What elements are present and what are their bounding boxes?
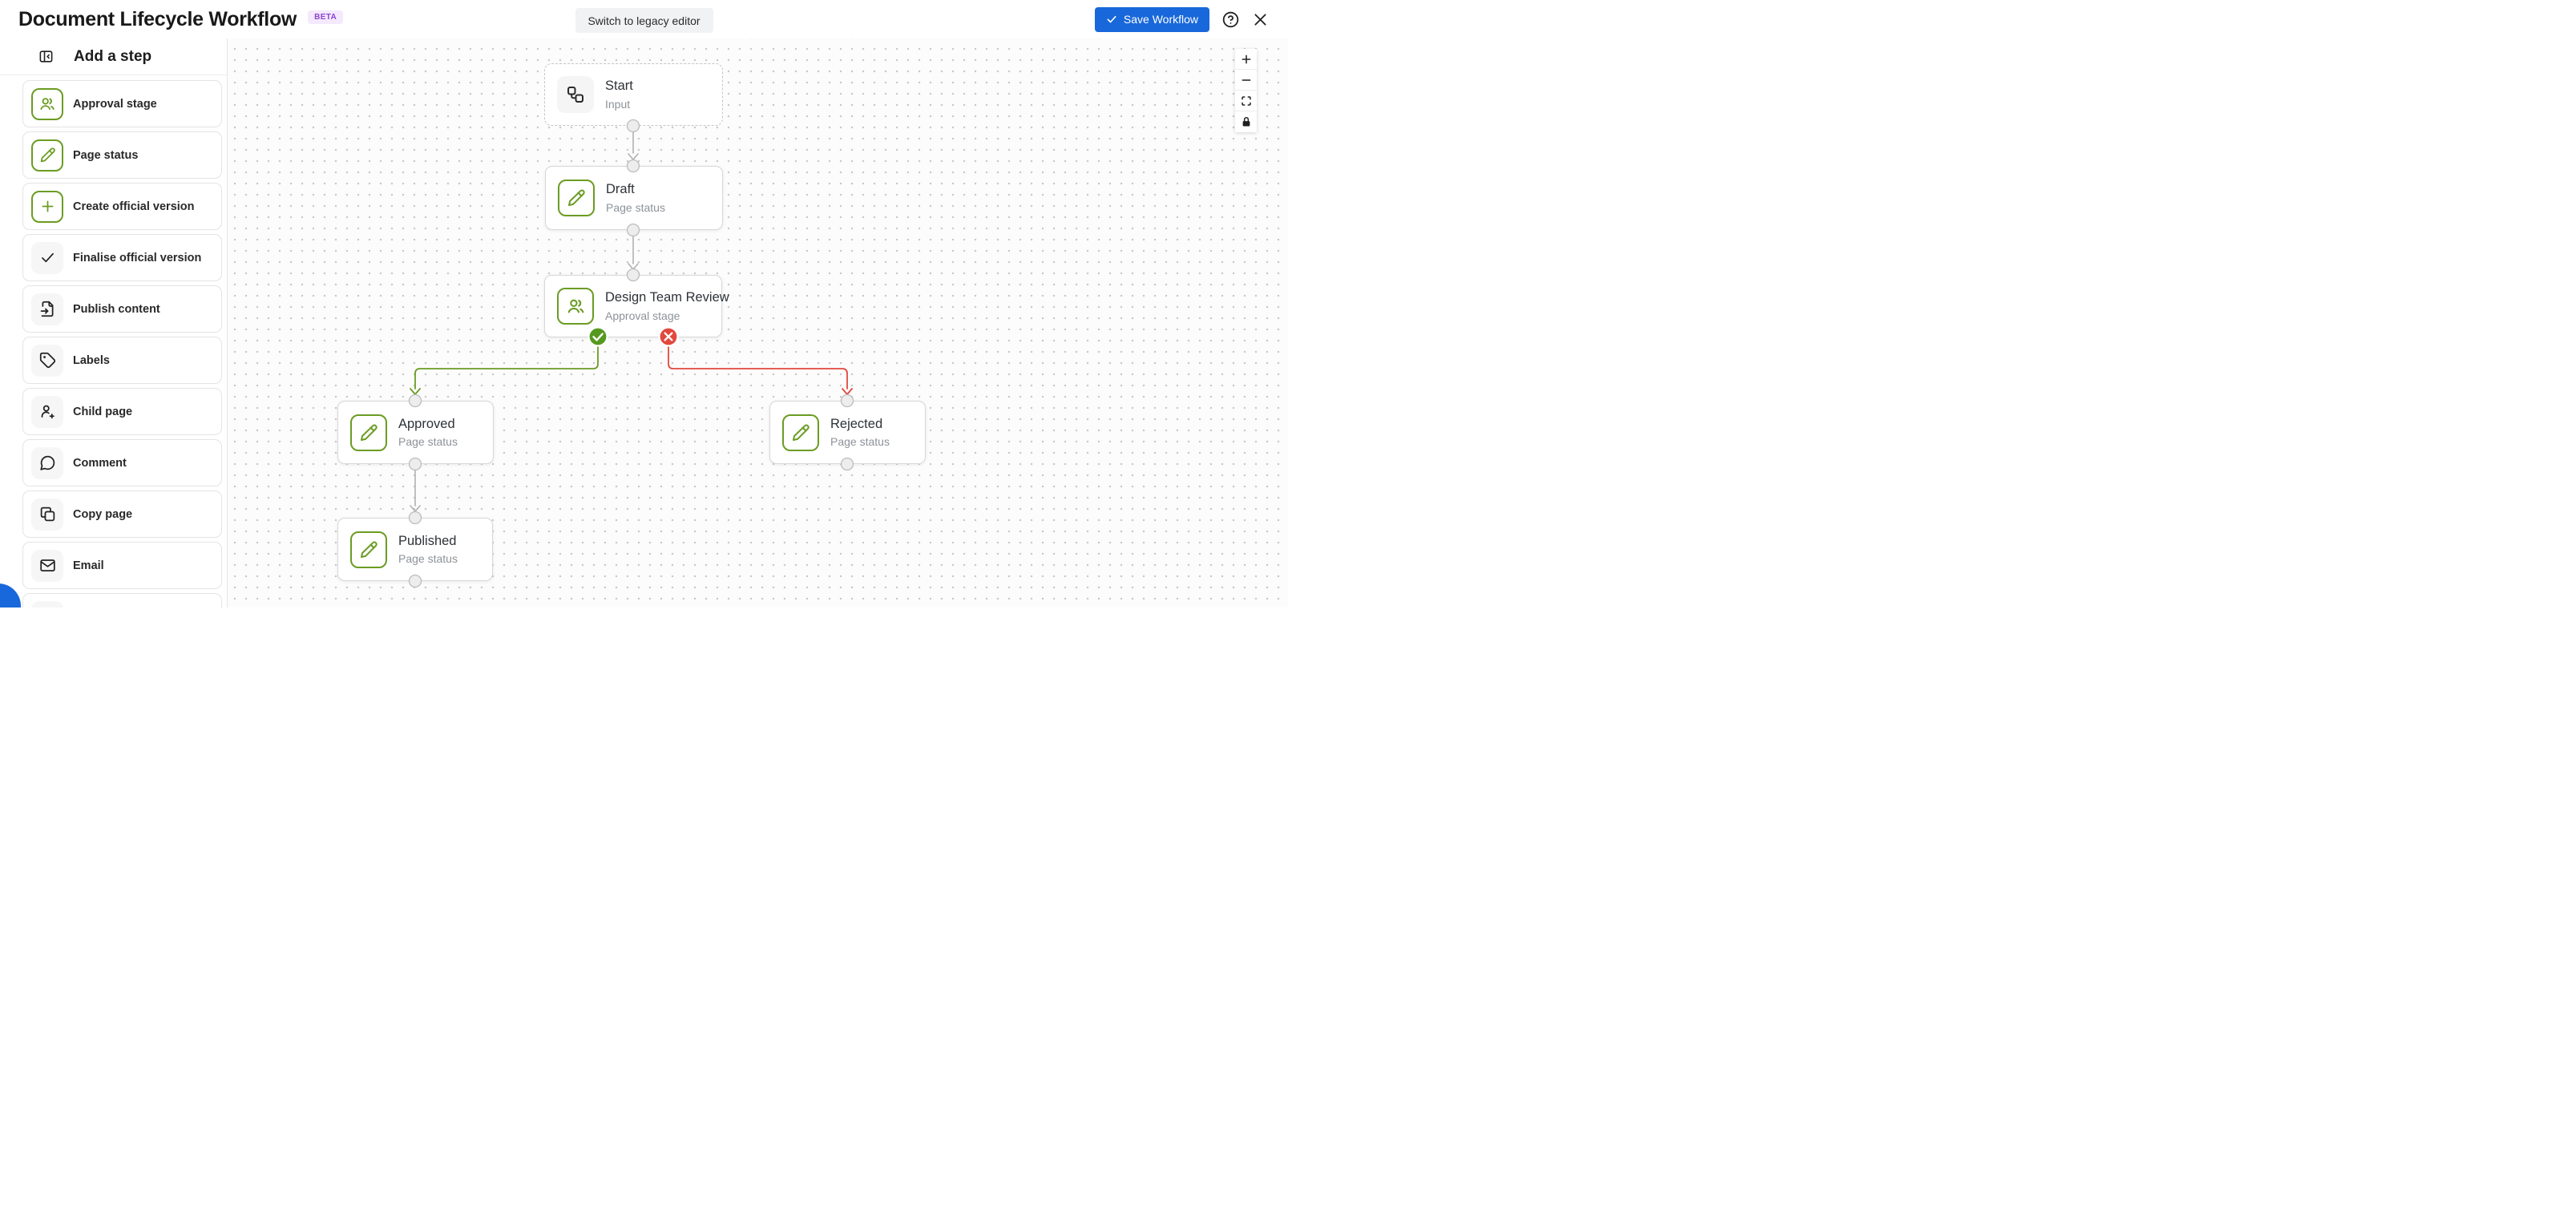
step-label: Labels <box>73 353 110 367</box>
step-label: Publish content <box>73 302 160 316</box>
node-rejected[interactable]: Rejected Page status <box>769 401 926 464</box>
topbar-actions: Save Workflow <box>1094 0 1269 38</box>
sidebar-title: Add a step <box>74 47 152 65</box>
pencil-icon <box>782 414 819 451</box>
plus-icon <box>1242 54 1250 63</box>
add-step-sidebar: Add a step Approval stage Page status Cr <box>0 38 228 608</box>
step-email[interactable]: Email <box>22 542 222 589</box>
file-export-icon <box>31 293 63 325</box>
step-comment[interactable]: Comment <box>22 439 222 486</box>
node-draft[interactable]: Draft Page status <box>545 166 723 230</box>
step-card-partial[interactable] <box>22 593 222 608</box>
copy-icon <box>31 498 63 531</box>
zoom-out-button[interactable] <box>1235 70 1257 91</box>
fit-view-button[interactable] <box>1235 91 1257 111</box>
edge-review-rejected[interactable] <box>668 345 853 395</box>
step-finalise-official-version[interactable]: Finalise official version <box>22 234 222 281</box>
beta-badge: BETA <box>308 10 344 24</box>
step-label: Create official version <box>73 200 195 213</box>
step-publish-content[interactable]: Publish content <box>22 285 222 333</box>
node-subtitle: Page status <box>398 435 458 449</box>
step-label: Comment <box>73 456 127 470</box>
step-copy-page[interactable]: Copy page <box>22 490 222 538</box>
node-subtitle: Approval stage <box>605 309 680 322</box>
node-title: Published <box>398 533 457 548</box>
users-icon <box>557 288 594 325</box>
edge-start-draft[interactable] <box>628 131 639 160</box>
user-plus-icon <box>31 395 63 428</box>
node-subtitle: Page status <box>606 200 665 214</box>
node-subtitle: Page status <box>830 435 890 449</box>
step-label: Finalise official version <box>73 251 202 264</box>
check-icon <box>31 241 63 274</box>
step-label: Approval stage <box>73 97 157 111</box>
switch-to-legacy-editor-button[interactable]: Switch to legacy editor <box>575 8 713 33</box>
help-icon <box>1222 11 1239 27</box>
step-page-status[interactable]: Page status <box>22 131 222 179</box>
step-approval-stage[interactable]: Approval stage <box>22 80 222 127</box>
workflow-editor-app: Start Input Draft Page status Design Tea… <box>0 0 1288 608</box>
step-icon <box>31 600 63 608</box>
save-workflow-label: Save Workflow <box>1123 13 1198 26</box>
sidebar-header: Add a step <box>0 38 227 75</box>
step-create-official-version[interactable]: Create official version <box>22 183 222 230</box>
pencil-icon <box>31 139 63 172</box>
step-labels[interactable]: Labels <box>22 337 222 384</box>
node-title: Draft <box>606 182 635 197</box>
lock-icon <box>1242 117 1250 127</box>
node-subtitle: Page status <box>398 552 458 566</box>
node-approved[interactable]: Approved Page status <box>337 401 494 464</box>
tag-icon <box>31 344 63 377</box>
minus-icon <box>1242 79 1250 81</box>
edge-draft-review[interactable] <box>628 236 639 270</box>
node-title: Start <box>605 79 633 94</box>
canvas-controls <box>1235 49 1257 132</box>
node-title: Rejected <box>830 416 883 431</box>
close-icon <box>1254 13 1266 26</box>
plus-icon <box>31 190 63 223</box>
edge-approved-published[interactable] <box>410 470 421 512</box>
check-icon <box>1107 15 1116 23</box>
workflow-icon <box>557 76 594 113</box>
lock-button[interactable] <box>1235 111 1257 132</box>
step-label: Page status <box>73 148 139 162</box>
pencil-icon <box>350 531 387 568</box>
help-button[interactable] <box>1221 10 1240 29</box>
node-published[interactable]: Published Page status <box>337 518 493 581</box>
comment-icon <box>31 446 63 479</box>
save-workflow-button[interactable]: Save Workflow <box>1094 6 1209 32</box>
zoom-in-button[interactable] <box>1235 49 1257 70</box>
fit-view-icon <box>1241 95 1251 106</box>
users-icon <box>31 87 63 120</box>
pencil-icon <box>558 180 595 216</box>
step-child-page[interactable]: Child page <box>22 388 222 435</box>
node-title: Design Team Review <box>605 290 729 305</box>
node-title: Approved <box>398 416 455 431</box>
step-label: Email <box>73 559 104 572</box>
mail-icon <box>31 549 63 582</box>
step-label: Child page <box>73 405 133 418</box>
topbar: Document Lifecycle Workflow BETA Switch … <box>0 0 1288 38</box>
pencil-icon <box>350 414 387 451</box>
step-list: Approval stage Page status Create offici… <box>0 75 227 608</box>
node-start[interactable]: Start Input <box>544 63 723 126</box>
node-design-team-review[interactable]: Design Team Review Approval stage <box>544 275 729 337</box>
step-label: Copy page <box>73 507 133 521</box>
edge-review-approved[interactable] <box>410 345 599 395</box>
collapse-panel-button[interactable] <box>38 49 54 64</box>
close-button[interactable] <box>1252 11 1269 28</box>
node-subtitle: Input <box>605 97 631 111</box>
panel-collapse-icon <box>39 50 53 63</box>
page-title: Document Lifecycle Workflow <box>18 7 297 30</box>
